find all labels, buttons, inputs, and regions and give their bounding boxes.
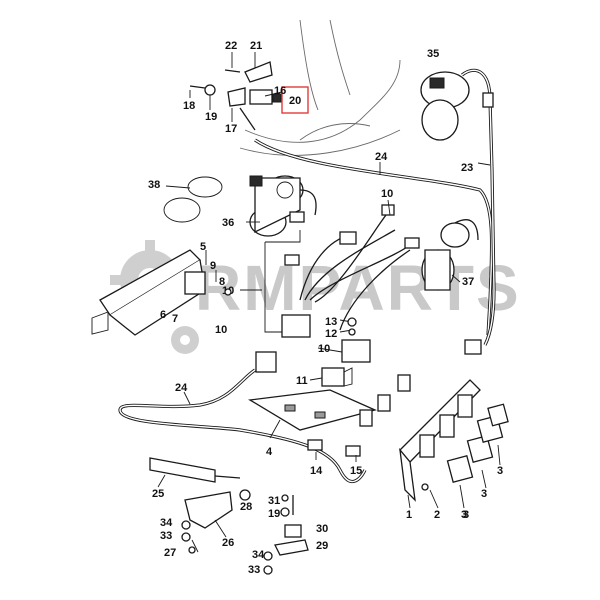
clamps-38: [163, 176, 223, 223]
callout-34-bottom: 34: [252, 549, 265, 561]
callout-21: 21: [250, 40, 262, 52]
callout-14: 14: [310, 465, 323, 477]
motor-37: [421, 219, 479, 291]
connectors: [307, 339, 482, 457]
watermark-text: RMPARTS: [195, 252, 521, 324]
callout-27: 27: [164, 547, 176, 559]
relay-11: [321, 367, 353, 387]
clip-29-30: [274, 495, 309, 556]
motor-36: [249, 175, 317, 237]
callout-36: 36: [222, 217, 234, 229]
highlight-box: [281, 86, 309, 114]
switch-panel-1: [399, 379, 481, 502]
callout-22: 22: [225, 40, 237, 52]
callout-19-bottom: 19: [268, 508, 280, 520]
callout-33-left: 33: [160, 530, 172, 542]
switches-3: [446, 403, 509, 484]
callout-8: 8: [219, 276, 225, 288]
callout-37: 37: [462, 276, 474, 288]
callout-26: 26: [222, 537, 234, 549]
callout-28: 28: [240, 501, 252, 513]
callout-34-left: 34: [160, 517, 173, 529]
bracket-26: [184, 489, 251, 529]
bracket-plate-4: [248, 351, 377, 431]
callout-33-bottom: 33: [248, 564, 260, 576]
callout-3-b: 3: [481, 488, 487, 500]
callout-1: 1: [406, 509, 412, 521]
callout-16: 16: [274, 85, 286, 97]
bracket-cluster: [189, 61, 282, 131]
callout-10-c: 10: [215, 324, 227, 336]
callout-6: 6: [160, 309, 166, 321]
callouts: 22 21 16 20 18 19 17 35 24 23 38 10 36 5…: [148, 40, 503, 576]
callout-30: 30: [316, 523, 328, 535]
callout-10-a: 10: [381, 188, 393, 200]
callout-18: 18: [183, 100, 195, 112]
callout-15: 15: [350, 465, 362, 477]
callout-12: 12: [325, 328, 337, 340]
callout-20: 20: [289, 95, 301, 107]
callout-35: 35: [427, 48, 439, 60]
callout-10-d: 10: [318, 343, 330, 355]
cable-23: [461, 68, 496, 346]
callout-17: 17: [225, 123, 237, 135]
leader-lines: [157, 52, 501, 553]
callout-3-a: 3: [497, 465, 503, 477]
callout-9: 9: [210, 260, 216, 272]
callout-5: 5: [200, 241, 206, 253]
callout-11: 11: [296, 375, 308, 387]
callout-24-top: 24: [375, 151, 388, 163]
fasteners: [181, 288, 429, 575]
callout-38: 38: [148, 179, 160, 191]
callout-25: 25: [152, 488, 164, 500]
seat-outline: [239, 19, 401, 156]
callout-23: 23: [461, 162, 473, 174]
callout-19-top: 19: [205, 111, 217, 123]
motor-35: [420, 71, 494, 141]
callout-4: 4: [266, 446, 273, 458]
callout-2: 2: [434, 509, 440, 521]
callout-3-c: 3: [461, 509, 467, 521]
callout-29: 29: [316, 540, 328, 552]
harness-24: [118, 138, 494, 484]
callout-24-bottom: 24: [175, 382, 188, 394]
seat-track: [91, 249, 206, 336]
sleeve-25: [149, 457, 241, 483]
callout-13: 13: [325, 316, 337, 328]
callout-3-d: 3: [463, 509, 469, 521]
callout-31: 31: [268, 495, 280, 507]
callout-7: 7: [172, 313, 178, 325]
